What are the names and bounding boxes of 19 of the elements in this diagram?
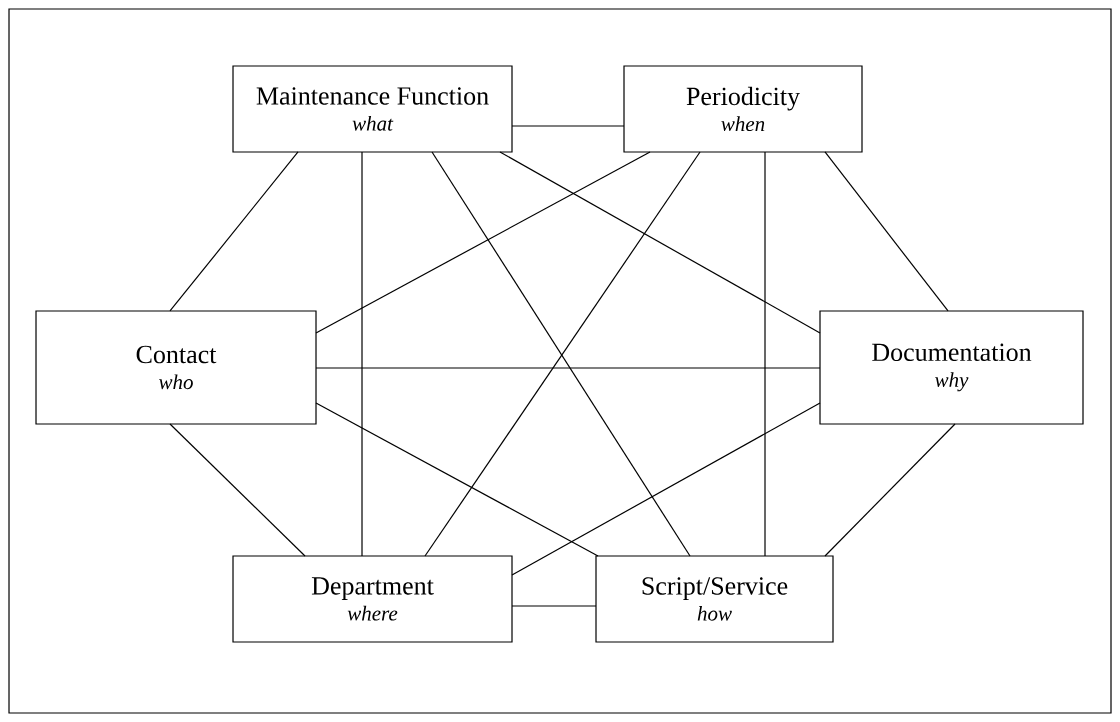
text-box: Documentation why bbox=[819, 310, 1084, 425]
connector-line bbox=[315, 367, 821, 369]
connector-line bbox=[824, 151, 949, 312]
connector-line bbox=[315, 402, 599, 557]
connector-line bbox=[315, 151, 651, 334]
connector-line bbox=[169, 151, 299, 312]
text-box: Periodicity when bbox=[623, 65, 863, 153]
text-box: Maintenance Function what bbox=[232, 65, 513, 153]
connector-line bbox=[511, 125, 625, 127]
connector-line bbox=[169, 423, 306, 557]
text-box: Department where bbox=[232, 555, 513, 643]
connector-line bbox=[511, 605, 597, 607]
connector-line bbox=[499, 151, 821, 334]
connector-line bbox=[511, 402, 821, 576]
connector-line bbox=[824, 423, 956, 557]
text-box: Script/Service how bbox=[595, 555, 834, 643]
connector-line bbox=[361, 151, 363, 557]
connector-line bbox=[764, 151, 766, 557]
text-box: Contact who bbox=[35, 310, 317, 425]
